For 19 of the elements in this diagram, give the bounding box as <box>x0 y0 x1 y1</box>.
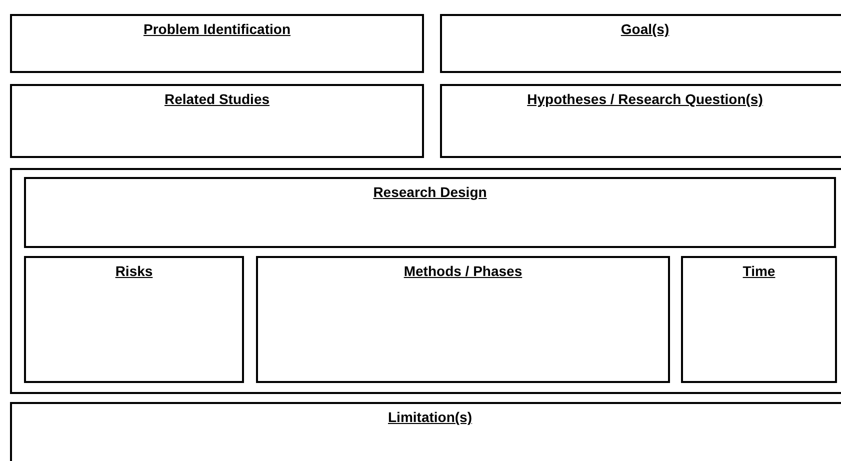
text-box <box>440 84 841 158</box>
text-box <box>10 402 841 461</box>
box-heading: Time <box>742 262 776 281</box>
box-heading: Related Studies <box>164 90 270 109</box>
text-box <box>24 256 244 383</box>
box-heading: Goal(s) <box>620 20 670 39</box>
text-box <box>256 256 670 383</box>
box-heading: Limitation(s) <box>388 408 472 427</box>
text-box <box>681 256 837 383</box>
text-box <box>10 14 424 73</box>
box-heading: Hypotheses / Research Question(s) <box>527 90 763 109</box>
box-heading: Problem Identification <box>143 20 290 39</box>
box-heading: Risks <box>115 262 153 281</box>
text-box <box>440 14 841 73</box>
box-heading: Research Design <box>373 183 487 202</box>
box-heading: Methods / Phases <box>404 262 522 281</box>
text-box <box>10 84 424 158</box>
container-box <box>10 168 841 394</box>
text-box <box>24 177 836 248</box>
